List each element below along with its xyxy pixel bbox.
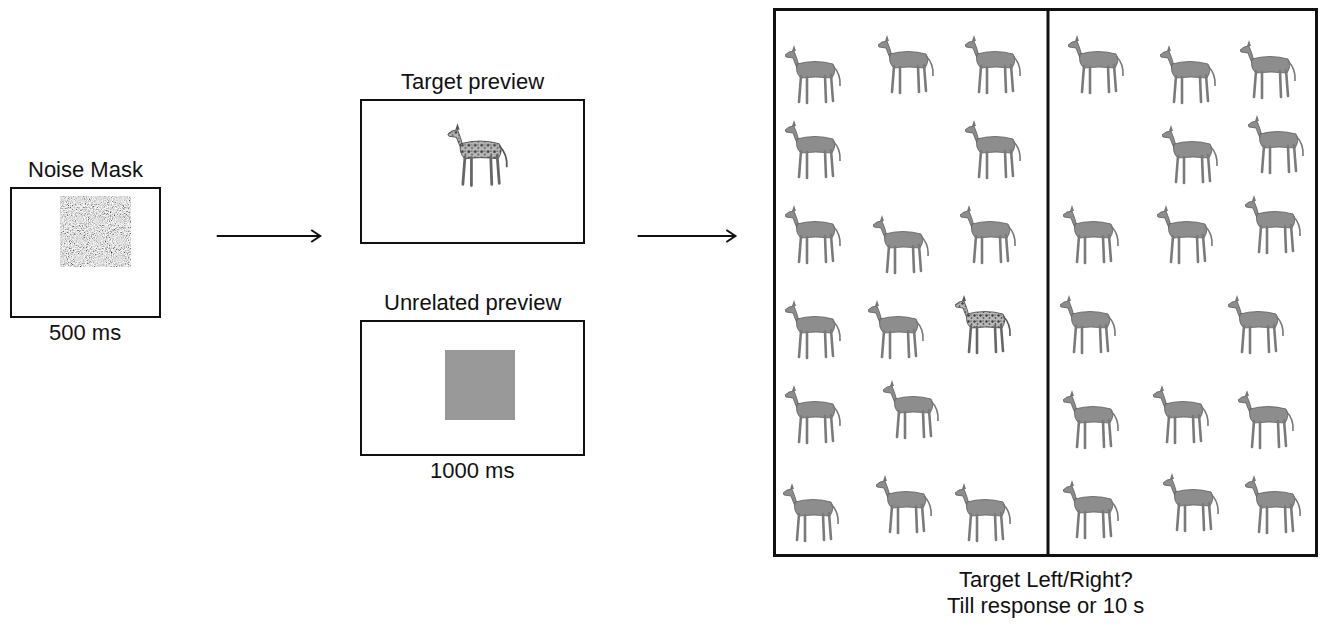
sequence-arrow <box>217 235 320 237</box>
noise-mask-frame: Noise Mask500 ms <box>10 187 161 318</box>
frame-caption: 500 ms <box>49 320 121 346</box>
frame-heading: Target preview <box>401 69 544 95</box>
sequence-arrow <box>638 235 736 237</box>
target-preview-frame: Target preview <box>360 99 585 244</box>
frame-heading: Noise Mask <box>28 157 143 183</box>
unrelated-preview-frame: Unrelated preview1000 ms <box>360 320 585 456</box>
frame-caption: Till response or 10 s <box>947 593 1144 619</box>
search-display-frame: Target Left/Right?Till response or 10 s <box>773 8 1318 557</box>
frame-heading: Unrelated preview <box>384 290 561 316</box>
frame-caption: 1000 ms <box>430 458 514 484</box>
frame-heading: Target Left/Right? <box>959 567 1133 593</box>
